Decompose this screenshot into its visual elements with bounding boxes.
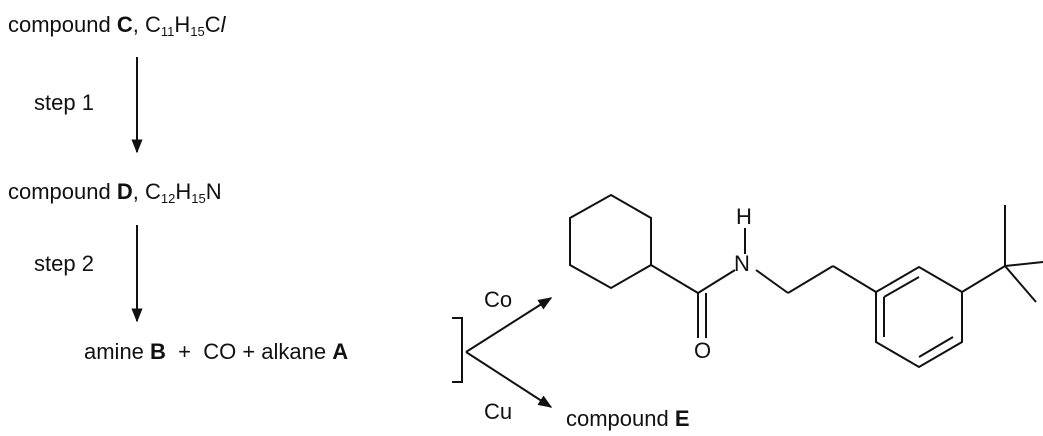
benzene-ring: [875, 265, 963, 369]
bracket: [452, 317, 463, 383]
reactants-label: amine B + CO + alkane A: [84, 339, 349, 364]
cu-arrow: [465, 351, 553, 408]
product-structure: [569, 193, 1043, 369]
atom-n: N: [734, 251, 750, 276]
co-arrow: [465, 297, 553, 353]
catalyst-cu-label: Cu: [484, 399, 513, 424]
atom-h: H: [736, 204, 752, 229]
cyclohexane-ring: [569, 193, 652, 290]
compound-c-label: compound C, C11H15Cl: [8, 12, 226, 39]
atom-o: O: [694, 338, 711, 363]
step-2-label: step 2: [34, 251, 94, 276]
compound-e-label: compound E: [566, 406, 690, 431]
step-1-label: step 1: [34, 90, 94, 115]
compound-d-label: compound D, C12H15N: [8, 179, 222, 206]
catalyst-co-label: Co: [484, 287, 513, 312]
